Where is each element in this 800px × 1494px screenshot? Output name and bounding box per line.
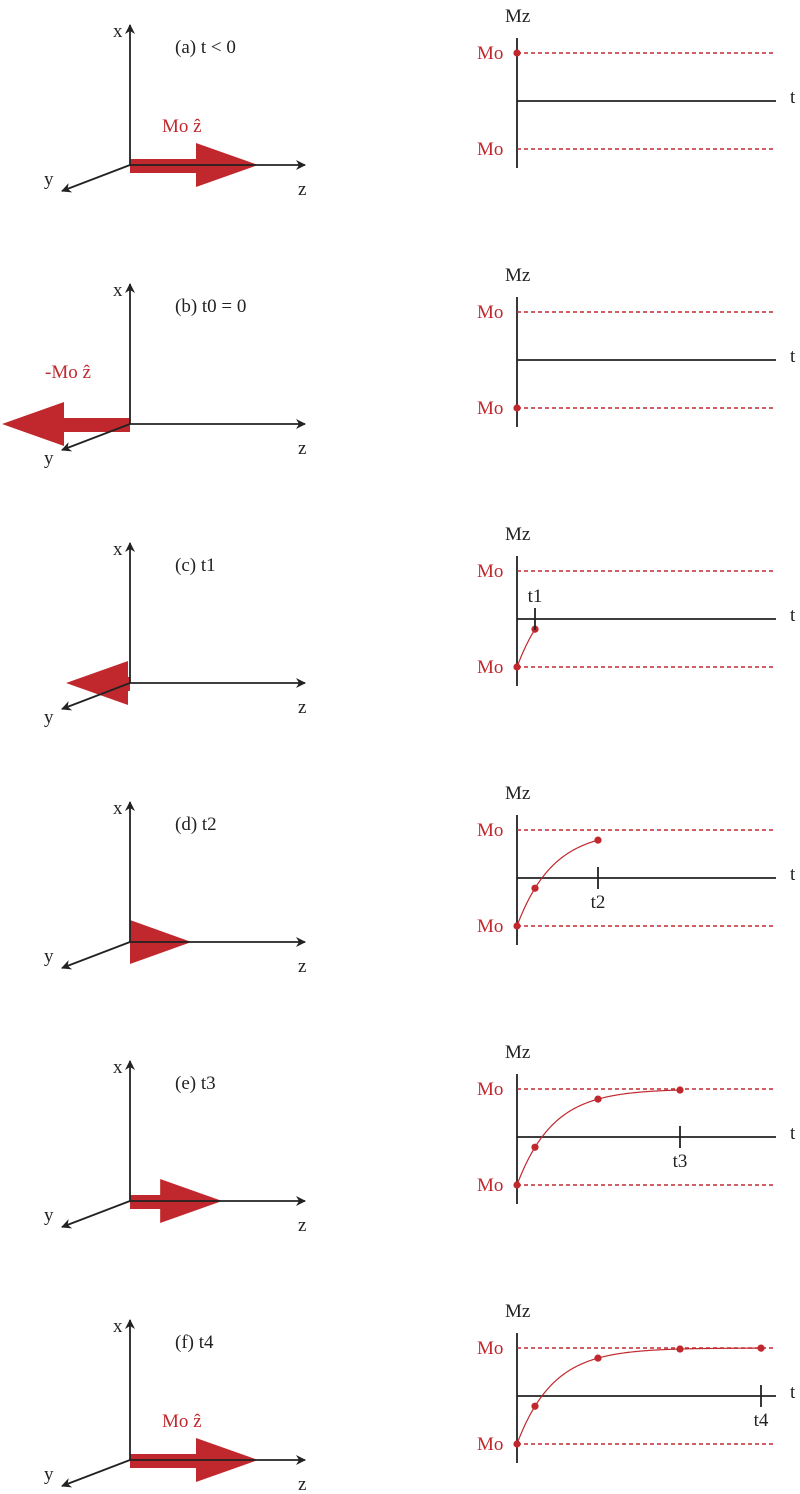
magnetization-vector-diagram: x y z (b) t0 = 0 -Mo ẑ — [2, 280, 306, 469]
t-axis-label: t — [790, 864, 796, 885]
x-axis-label: x — [113, 21, 123, 42]
y-axis-label: y — [44, 707, 54, 728]
sample-point — [676, 1086, 684, 1094]
magnetization-vector-diagram: x y z (d) t2 — [44, 798, 306, 977]
recovery-curve — [516, 1347, 762, 1445]
magnetization-arrow — [66, 661, 130, 705]
sample-point — [531, 1143, 539, 1151]
z-axis-label: z — [298, 438, 306, 459]
mz-axis-label: Mz — [505, 1042, 530, 1063]
mz-axis-label: Mz — [505, 1301, 530, 1322]
mz-axis-label: Mz — [505, 6, 530, 27]
sample-point — [594, 1354, 602, 1362]
vector-label: -Mo ẑ — [45, 362, 91, 383]
sample-point — [531, 1402, 539, 1410]
t-axis-label: t — [790, 1123, 796, 1144]
x-axis-label: x — [113, 1057, 123, 1078]
x-axis-label: x — [113, 798, 123, 819]
magnetization-vector-diagram: x y z (f) t4 Mo ẑ — [44, 1316, 306, 1494]
z-axis-label: z — [298, 1474, 306, 1494]
minus-m0-label: Mo — [477, 916, 503, 937]
t-axis-label: t — [790, 346, 796, 367]
z-axis-label: z — [298, 179, 306, 200]
minus-m0-label: Mo — [477, 1434, 503, 1455]
mz-axis-label: Mz — [505, 265, 530, 286]
z-axis-label: z — [298, 1215, 306, 1236]
sample-point — [513, 1181, 521, 1189]
minus-m0-label: Mo — [477, 657, 503, 678]
minus-m0-label: Mo — [477, 398, 503, 419]
t-axis-label: t — [790, 605, 796, 626]
panel-title: (e) t3 — [175, 1073, 216, 1094]
magnetization-vector-diagram: x y z (e) t3 — [44, 1057, 306, 1236]
x-axis-label: x — [113, 280, 123, 301]
sample-point — [531, 884, 539, 892]
panel-title: (a) t < 0 — [175, 37, 236, 58]
y-axis — [61, 1459, 131, 1488]
plus-m0-label: Mo — [477, 561, 503, 582]
sample-point — [676, 1345, 684, 1353]
y-axis — [61, 423, 131, 452]
t-axis-label: t — [790, 87, 796, 108]
plus-m0-label: Mo — [477, 43, 503, 64]
y-axis-label: y — [44, 169, 54, 190]
magnetization-arrow — [2, 402, 130, 446]
y-axis — [61, 941, 131, 970]
panel-title: (c) t1 — [175, 555, 216, 576]
sample-point — [594, 836, 602, 844]
y-axis-label: y — [44, 448, 54, 469]
sample-point — [513, 49, 521, 57]
vector-label: Mo ẑ — [162, 1411, 202, 1432]
mz-axis-label: Mz — [505, 524, 530, 545]
t-axis-label: t — [790, 1382, 796, 1403]
sample-point — [594, 1095, 602, 1103]
vector-label: Mo ẑ — [162, 116, 202, 137]
minus-m0-label: Mo — [477, 139, 503, 160]
time-tick-label: t3 — [673, 1151, 688, 1172]
panel-title: (b) t0 = 0 — [175, 296, 246, 317]
plus-m0-label: Mo — [477, 1079, 503, 1100]
mz-axis-label: Mz — [505, 783, 530, 804]
y-axis — [61, 682, 131, 711]
sample-point — [513, 1440, 521, 1448]
sample-point — [513, 404, 521, 412]
plus-m0-label: Mo — [477, 302, 503, 323]
z-axis-label: z — [298, 697, 306, 718]
plus-m0-label: Mo — [477, 820, 503, 841]
magnetization-vector-diagram: x y z (c) t1 — [44, 539, 306, 728]
recovery-curve — [516, 628, 536, 668]
z-axis-label: z — [298, 956, 306, 977]
y-axis-label: y — [44, 946, 54, 967]
x-axis-label: x — [113, 539, 123, 560]
time-tick-label: t4 — [754, 1410, 769, 1431]
magnetization-vector-diagram: x y z (a) t < 0 Mo ẑ — [44, 21, 306, 200]
sample-point — [513, 663, 521, 671]
y-axis — [61, 1200, 131, 1229]
y-axis — [61, 164, 131, 193]
minus-m0-label: Mo — [477, 1175, 503, 1196]
recovery-curve — [516, 839, 599, 927]
panel-title: (d) t2 — [175, 814, 217, 835]
time-tick-label: t2 — [591, 892, 606, 913]
panel-title: (f) t4 — [175, 1332, 214, 1353]
sample-point — [513, 922, 521, 930]
sample-point — [757, 1344, 765, 1352]
y-axis-label: y — [44, 1205, 54, 1226]
time-tick-label: t1 — [528, 586, 543, 607]
plus-m0-label: Mo — [477, 1338, 503, 1359]
y-axis-label: y — [44, 1464, 54, 1485]
x-axis-label: x — [113, 1316, 123, 1337]
